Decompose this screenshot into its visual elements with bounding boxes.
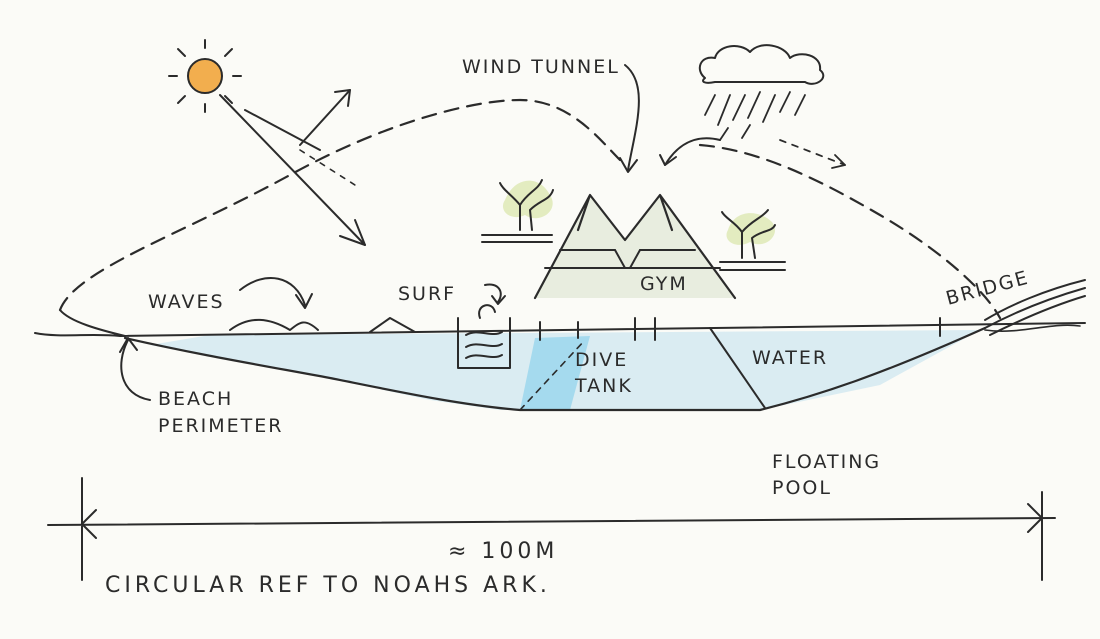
beach-arrow: [120, 339, 151, 401]
label-tank: TANK: [574, 375, 633, 397]
surf-machine: [457, 304, 511, 369]
dimension-line: [47, 477, 1056, 581]
label-floating: FLOATING: [772, 451, 881, 473]
deck-ticks: [539, 317, 941, 341]
rain-arrow: [664, 137, 721, 166]
label-pool: POOL: [772, 477, 832, 499]
dome-base: [59, 309, 126, 337]
label-beach: BEACH: [158, 388, 233, 410]
label-surf: SURF: [398, 283, 456, 305]
rain-cloud-icon: [698, 44, 825, 141]
label-perimeter: PERIMETER: [158, 415, 283, 437]
solar-arrows: [219, 89, 366, 246]
waves-line: [229, 317, 416, 333]
label-waves: WAVES: [148, 291, 225, 313]
tree-icon: [481, 179, 554, 243]
dome-outline: [58, 98, 1002, 320]
label-dimension: ≈ 100M: [448, 539, 558, 564]
label-water: WATER: [752, 347, 828, 369]
waves-arrow: [239, 277, 306, 306]
caption: CIRCULAR REF TO NOAHS ARK.: [105, 573, 551, 598]
pyramid-structure: [533, 193, 737, 300]
surf-arrow: [484, 283, 502, 303]
sun-icon: [168, 39, 242, 113]
label-gym: GYM: [640, 273, 688, 295]
hull: [123, 326, 987, 412]
wind-tunnel-arrow: [624, 64, 640, 171]
label-wind-tunnel: WIND TUNNEL: [462, 56, 620, 78]
label-dive: DIVE: [575, 349, 628, 371]
bridge: [984, 279, 1086, 336]
tree-icon: [719, 209, 786, 271]
waterline: [34, 322, 1086, 337]
